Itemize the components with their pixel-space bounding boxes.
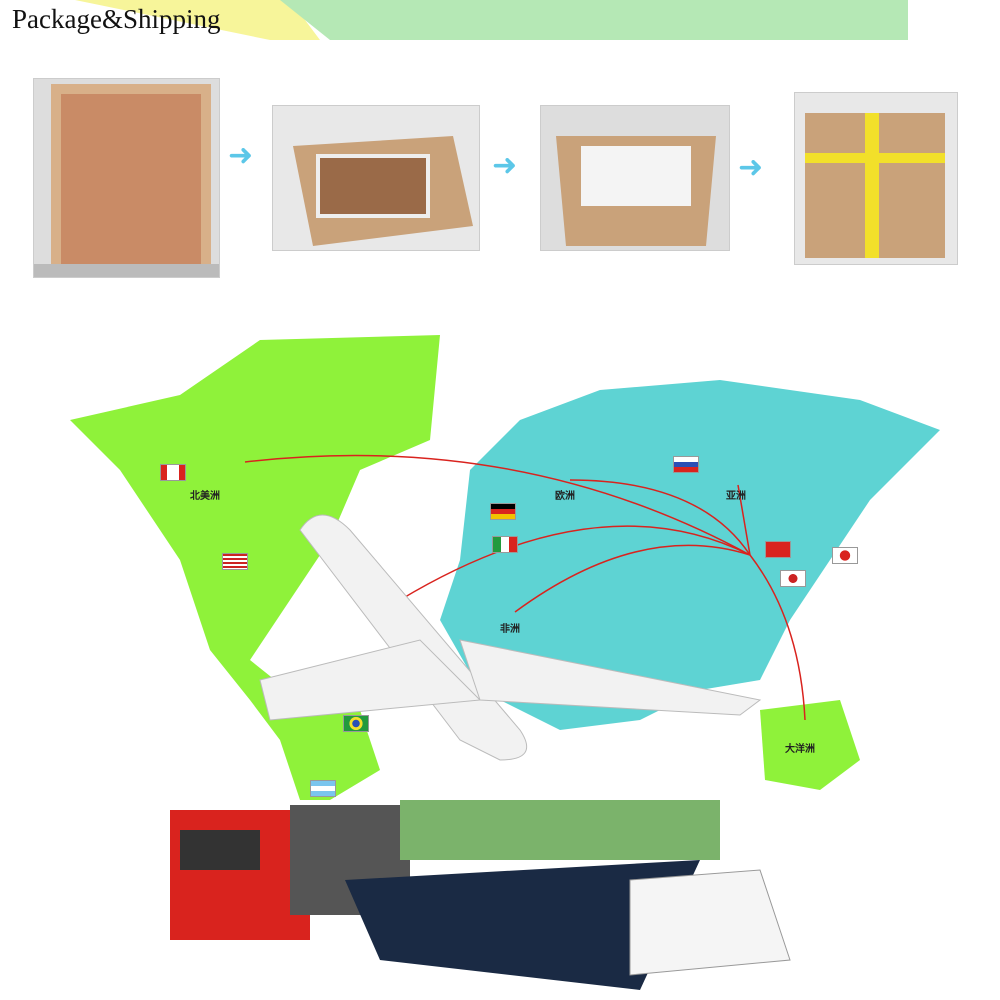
italy-flag-icon (492, 536, 518, 553)
wooden-crate-photo (33, 78, 220, 278)
label-africa: 非洲 (500, 624, 520, 635)
van (629, 869, 791, 976)
americas (70, 335, 440, 800)
label-north-america: 北美洲 (190, 491, 220, 502)
korea-flag-icon (780, 570, 806, 587)
japan-flag-icon (832, 547, 858, 564)
eurasia-africa (440, 380, 940, 790)
open-carton-parts-photo (272, 105, 480, 251)
label-europe: 欧洲 (555, 491, 575, 502)
arrow-icon: ➜ (492, 148, 518, 183)
usa-flag-icon (222, 553, 248, 570)
brazil-flag-icon (343, 715, 369, 732)
flight-routes (244, 454, 806, 721)
sealed-carton-photo (794, 92, 958, 265)
world-map (70, 335, 940, 990)
canada-flag-icon (160, 464, 186, 481)
header-banner (75, 0, 908, 40)
china-flag-icon (765, 541, 791, 558)
russia-flag-icon (673, 456, 699, 473)
open-carton-foam-photo (540, 105, 730, 251)
arrow-icon: ➜ (228, 138, 254, 173)
airplane (259, 514, 762, 761)
page-title: Package&Shipping (12, 4, 221, 34)
label-asia: 亚洲 (726, 491, 746, 502)
arrow-icon: ➜ (738, 150, 764, 185)
container-ship (345, 800, 720, 990)
label-oceania: 大洋洲 (785, 744, 815, 755)
germany-flag-icon (490, 503, 516, 520)
argentina-flag-icon (310, 780, 336, 797)
